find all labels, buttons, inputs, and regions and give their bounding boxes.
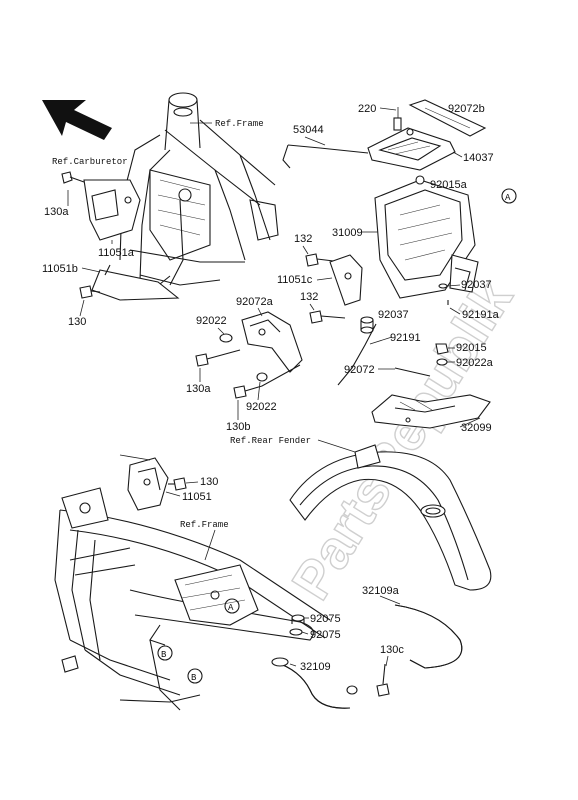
label-14037: 14037 <box>463 152 494 164</box>
bracket-92072 <box>394 367 431 377</box>
ref-rear-fender-label: Ref.Rear Fender <box>230 436 311 446</box>
label-130b: 130b <box>226 421 250 433</box>
bolt-130a-top <box>61 171 85 184</box>
label-92015a: 92015a <box>430 179 468 191</box>
strap-92191 <box>337 323 377 386</box>
bolt-130c <box>376 663 390 697</box>
label-53044: 53044 <box>293 124 324 136</box>
label-92022-b: 92022 <box>246 401 277 413</box>
bolt-130b <box>233 364 301 399</box>
washer-92022-a <box>219 333 233 343</box>
ref-frame-bottom-label: Ref.Frame <box>180 520 229 530</box>
ref-frame-top-label: Ref.Frame <box>215 119 264 129</box>
label-132-a: 132 <box>294 233 312 245</box>
bracket-32099 <box>371 394 491 429</box>
nut-92015 <box>435 343 449 355</box>
label-132-b: 132 <box>300 291 318 303</box>
nut-92015a <box>415 175 425 185</box>
circle-mark-a-frame: A <box>228 603 234 613</box>
label-32109: 32109 <box>300 661 331 673</box>
bolt-132-a <box>305 253 343 267</box>
holder-14037 <box>367 127 456 171</box>
circle-mark-b-frame2: B <box>191 673 197 683</box>
direction-arrow-icon <box>42 100 112 140</box>
bracket-92072a <box>241 311 303 373</box>
rear-fender <box>289 444 492 591</box>
bolt-130-a <box>79 285 101 299</box>
ref-carburetor-label: Ref.Carburetor <box>52 157 128 167</box>
collar-92037-a <box>360 316 374 334</box>
bracket-11051b <box>91 264 180 301</box>
bracket-11051 <box>127 457 169 511</box>
label-11051c: 11051c <box>277 274 313 286</box>
label-130a-mid: 130a <box>186 383 211 395</box>
collar-92075-b <box>289 628 303 636</box>
label-130a-top: 130a <box>44 206 69 218</box>
bolt-132-b <box>309 310 346 324</box>
label-32099: 32099 <box>461 422 492 434</box>
label-130c: 130c <box>380 644 404 656</box>
upper-frame-drawing <box>119 92 279 286</box>
label-92075-a: 92075 <box>310 613 341 625</box>
label-130-b: 130 <box>200 476 218 488</box>
label-92072a: 92072a <box>236 296 274 308</box>
washer-92022-b <box>256 372 268 382</box>
label-92037-a: 92037 <box>378 309 409 321</box>
bracket-11051a <box>83 179 141 241</box>
washer-92022a <box>436 358 448 366</box>
label-92072b: 92072b <box>448 103 485 115</box>
bolt-130-b <box>168 477 187 491</box>
label-11051b: 11051b <box>42 263 78 275</box>
strap-92072b <box>408 99 487 137</box>
label-92015: 92015 <box>456 342 487 354</box>
label-11051a: 11051a <box>98 247 135 259</box>
collar-92037-b <box>438 283 448 289</box>
battery-case-31009 <box>374 179 479 299</box>
bracket-11051c <box>329 254 363 306</box>
label-31009: 31009 <box>332 227 363 239</box>
grab-bar-32109a <box>394 604 463 669</box>
label-220: 220 <box>358 103 376 115</box>
rod-53044 <box>282 144 369 169</box>
collar-92075-a <box>291 614 305 624</box>
label-92022-a: 92022 <box>196 315 227 327</box>
bolt-220 <box>393 117 402 131</box>
bolt-130a-mid <box>195 349 241 367</box>
label-32109a: 32109a <box>362 585 400 597</box>
label-11051: 11051 <box>182 491 212 503</box>
grab-bar-32109 <box>271 657 358 709</box>
circle-mark-a-right: A <box>505 193 511 203</box>
label-92037-b: 92037 <box>461 279 492 291</box>
label-92191a: 92191a <box>462 309 500 321</box>
circle-mark-b-frame1: B <box>161 650 167 660</box>
label-92191: 92191 <box>390 332 421 344</box>
label-92022a: 92022a <box>456 357 494 369</box>
label-92072: 92072 <box>344 364 375 376</box>
label-130-a: 130 <box>68 316 86 328</box>
label-92075-b: 92075 <box>310 629 341 641</box>
